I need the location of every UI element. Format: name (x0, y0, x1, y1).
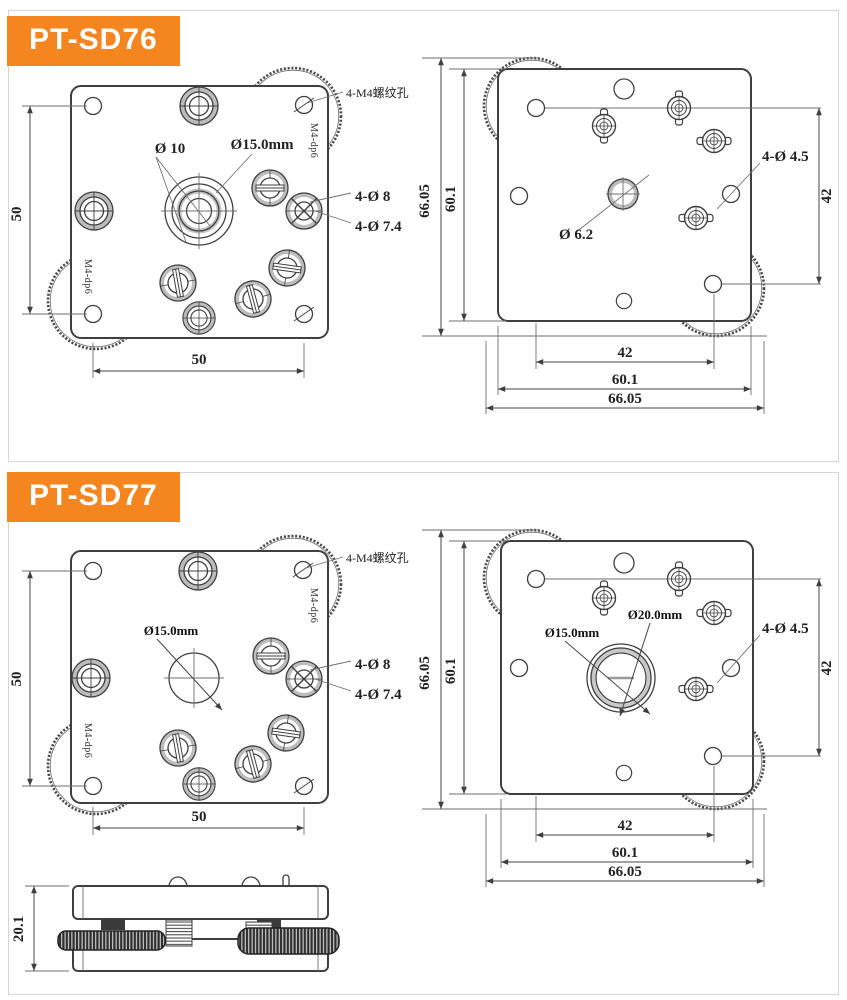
dia-label: Ø20.0mm (628, 607, 683, 622)
hole (75, 192, 113, 230)
dim-height: 20.1 (11, 916, 27, 942)
top-plate-side (72, 885, 329, 920)
holes-label: 4-Ø 8 (355, 189, 390, 205)
hole (72, 659, 110, 697)
model-name: PT-SD76 (29, 23, 158, 56)
hole (613, 552, 635, 574)
hole (526, 98, 546, 118)
dim-left-outer: 66.05 (417, 184, 433, 218)
hole (615, 292, 633, 310)
hole (509, 658, 529, 678)
spring (165, 919, 193, 947)
panel-pt-sd76: PT-SD76 (7, 10, 839, 462)
thread-note: 4-M4螺纹孔 (346, 86, 409, 100)
model-badge: PT-SD76 (7, 16, 180, 66)
hole (613, 78, 635, 100)
hole (183, 768, 215, 800)
holes-label: 4-Ø 4.5 (762, 149, 809, 165)
knurl-wheel-side (57, 930, 166, 951)
dim-left: 50 (9, 207, 25, 222)
dim-left-inner: 60.1 (443, 186, 459, 212)
clamp-block (101, 919, 125, 930)
screw (250, 168, 290, 208)
hole (180, 87, 218, 125)
dim-left-inner: 60.1 (443, 658, 459, 684)
wire-loop (241, 876, 261, 888)
model-badge: PT-SD77 (7, 472, 180, 522)
dia-label: Ø15.0mm (231, 137, 294, 153)
screw (284, 659, 324, 699)
hole (703, 746, 723, 766)
dim-bottom: 50 (192, 809, 207, 825)
front-view-sd77: 50 50 Ø15.0mm 4-M4螺纹孔 M4-dp6 M4-dp6 4-Ø … (9, 534, 409, 835)
holes-label: 4-Ø 8 (355, 657, 390, 673)
hole (179, 552, 217, 590)
thread-note: 4-M4螺纹孔 (346, 551, 409, 565)
hole (83, 304, 103, 324)
center-bore (161, 173, 237, 249)
dim-bottom-2: 60.1 (612, 845, 638, 861)
thread-mark: M4-dp6 (308, 123, 319, 158)
hole (183, 302, 215, 334)
dim-right: 42 (819, 189, 835, 204)
dia-label: Ø 6.2 (559, 227, 593, 243)
center-bore (586, 643, 656, 713)
dim-bottom-3: 66.05 (608, 391, 642, 407)
thread-mark: M4-dp6 (82, 723, 93, 758)
back-view-sd77: 66.05 60.1 42 42 60.1 66.05 Ø20.0mm Ø15.… (417, 528, 835, 887)
back-view-sd76: 66.05 60.1 42 42 60.1 66.05 Ø 6.2 4-Ø 4.… (417, 56, 835, 414)
dim-bottom-1: 42 (618, 818, 633, 834)
dim-right: 42 (819, 661, 835, 676)
screw (251, 636, 291, 676)
dia-label: Ø15.0mm (545, 625, 600, 640)
screw (284, 191, 324, 231)
dim-bottom-3: 66.05 (608, 864, 642, 880)
hole (83, 96, 103, 116)
hole (615, 764, 633, 782)
hole (83, 776, 103, 796)
knurl-wheel-side (237, 927, 340, 955)
front-view-sd76: 50 50 Ø 10 Ø15.0mm 4-M4螺纹孔 M4-dp6 M4-dp6… (9, 66, 409, 378)
hole (526, 569, 546, 589)
holes-label: 4-Ø 4.5 (762, 621, 809, 637)
drawing-sd76: 50 50 Ø 10 Ø15.0mm 4-M4螺纹孔 M4-dp6 M4-dp6… (9, 56, 835, 414)
hole (509, 186, 529, 206)
dim-left-outer: 66.05 (417, 656, 433, 690)
holes-label: 4-Ø 7.4 (355, 687, 402, 703)
hole (703, 274, 723, 294)
thread-mark: M4-dp6 (308, 588, 319, 623)
dim-left: 50 (9, 672, 25, 687)
holes-label: 4-Ø 7.4 (355, 219, 402, 235)
wire-loop (168, 876, 188, 888)
dim-bottom-2: 60.1 (612, 372, 638, 388)
dim-bottom-1: 42 (618, 345, 633, 361)
side-view-sd77: 20.1 (11, 874, 340, 972)
dia-label: Ø 10 (155, 141, 185, 157)
hole (83, 561, 103, 581)
panel-pt-sd77: PT-SD77 (7, 472, 839, 995)
dim-bottom: 50 (192, 352, 207, 368)
thread-mark: M4-dp6 (82, 259, 93, 294)
drawing-sd77: 50 50 Ø15.0mm 4-M4螺纹孔 M4-dp6 M4-dp6 4-Ø … (9, 528, 835, 972)
model-name: PT-SD77 (29, 479, 158, 512)
dia-label: Ø15.0mm (144, 623, 199, 638)
